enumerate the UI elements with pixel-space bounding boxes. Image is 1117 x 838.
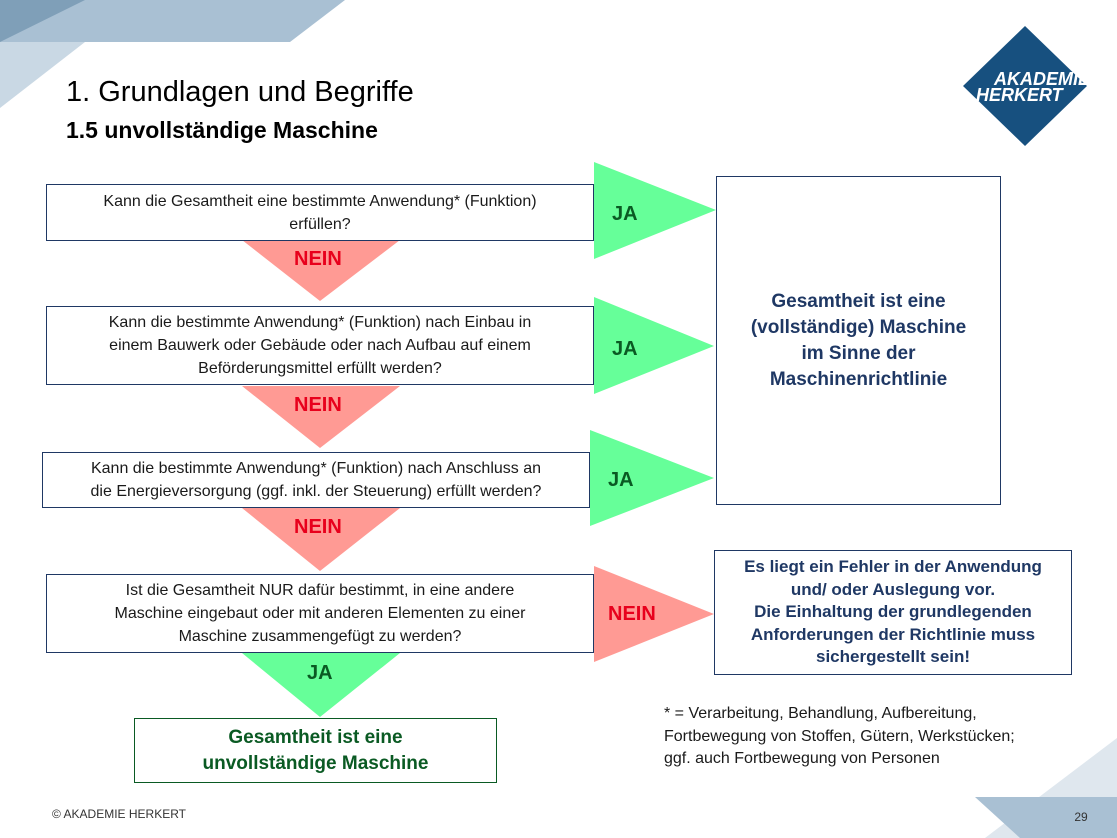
result-error-line-4: Anforderungen der Richtlinie muss [750, 624, 1036, 644]
question-box-2: Kann die bestimmte Anwendung* (Funktion)… [46, 306, 594, 385]
question-box-1: Kann die Gesamtheit eine bestimmte Anwen… [46, 184, 594, 241]
result-error-box: Es liegt ein Fehler in der Anwendung und… [714, 550, 1072, 675]
footnote-line-2: Fortbewegung von Stoffen, Gütern, Werkst… [664, 727, 1015, 745]
result-machine-line-3: im Sinne der [801, 342, 916, 364]
yes-arrow-2 [594, 297, 714, 394]
page-number: 29 [1074, 810, 1088, 824]
logo-line-2: HERKERT [976, 85, 1063, 105]
no-arrow-3 [242, 508, 400, 571]
yes-arrow-1 [594, 162, 716, 259]
question-2-line-1: Kann die bestimmte Anwendung* (Funktion)… [108, 314, 532, 331]
top-band-dark-shape [0, 0, 85, 42]
question-4-line-3: Maschine zusammengefügt zu werden? [178, 628, 462, 645]
question-box-3: Kann die bestimmte Anwendung* (Funktion)… [42, 452, 590, 508]
yes-arrow-down [242, 653, 400, 717]
question-box-4: Ist die Gesamtheit NUR dafür bestimmt, i… [46, 574, 594, 653]
copyright-text: © AKADEMIE HERKERT [52, 807, 186, 821]
question-3-line-1: Kann die bestimmte Anwendung* (Funktion)… [90, 460, 542, 477]
result-machine-line-4: Maschinenrichtlinie [769, 368, 948, 390]
no-arrow-right [594, 566, 714, 662]
top-band-shape [0, 0, 345, 42]
result-error-line-5: sichergestellt sein! [815, 647, 970, 667]
result-error-line-1: Es liegt ein Fehler in der Anwendung [744, 557, 1042, 577]
logo-diamond-shape [963, 26, 1087, 146]
no-arrow-1 [242, 240, 400, 301]
footnote-line-1: * = Verarbeitung, Behandlung, Aufbereitu… [664, 705, 977, 722]
no-label-right: NEIN [608, 603, 656, 625]
no-arrow-2 [242, 386, 400, 448]
footnote: * = Verarbeitung, Behandlung, Aufbereitu… [664, 703, 1015, 771]
result-incomplete-line-2: unvollständige Maschine [202, 752, 429, 774]
question-2-line-3: Beförderungsmittel erfüllt werden? [198, 360, 442, 377]
no-label-1: NEIN [294, 248, 342, 270]
no-label-2: NEIN [294, 394, 342, 416]
page-subtitle: 1.5 unvollständige Maschine [66, 117, 378, 143]
yes-label-1: JA [612, 203, 638, 225]
question-4-line-1: Ist die Gesamtheit NUR dafür bestimmt, i… [125, 582, 515, 599]
no-label-3: NEIN [294, 516, 342, 538]
page-title: 1. Grundlagen und Begriffe [66, 76, 414, 108]
result-complete-machine-box: Gesamtheit ist eine (vollständige) Masch… [716, 176, 1001, 505]
yes-label-3: JA [608, 469, 634, 491]
result-incomplete-machine-box: Gesamtheit ist eine unvollständige Masch… [134, 718, 497, 783]
result-incomplete-line-1: Gesamtheit ist eine [228, 726, 403, 748]
result-error-line-3: Die Einhaltung der grundlegenden [754, 602, 1032, 622]
footnote-line-3: ggf. auch Fortbewegung von Personen [664, 750, 940, 767]
question-2-line-2: einem Bauwerk oder Gebäude oder nach Auf… [109, 337, 531, 354]
yes-label-2: JA [612, 338, 638, 360]
result-machine-line-2: (vollständige) Maschine [750, 316, 967, 338]
bottom-right-band-shape [975, 797, 1117, 838]
logo-line-1: AKADEMIE [994, 69, 1091, 89]
question-4-line-2: Maschine eingebaut oder mit anderen Elem… [114, 605, 526, 622]
yes-arrow-3 [590, 430, 714, 526]
question-3-line-2: die Energieversorgung (ggf. inkl. der St… [90, 483, 542, 500]
question-1-line-1: Kann die Gesamtheit eine bestimmte Anwen… [103, 192, 537, 210]
result-error-line-2: und/ oder Auslegung vor. [790, 579, 996, 599]
result-machine-line-1: Gesamtheit ist eine [771, 290, 946, 312]
question-1-line-2: erfüllen? [289, 215, 351, 233]
top-left-triangle-shape [0, 42, 85, 108]
yes-label-down: JA [307, 662, 333, 684]
